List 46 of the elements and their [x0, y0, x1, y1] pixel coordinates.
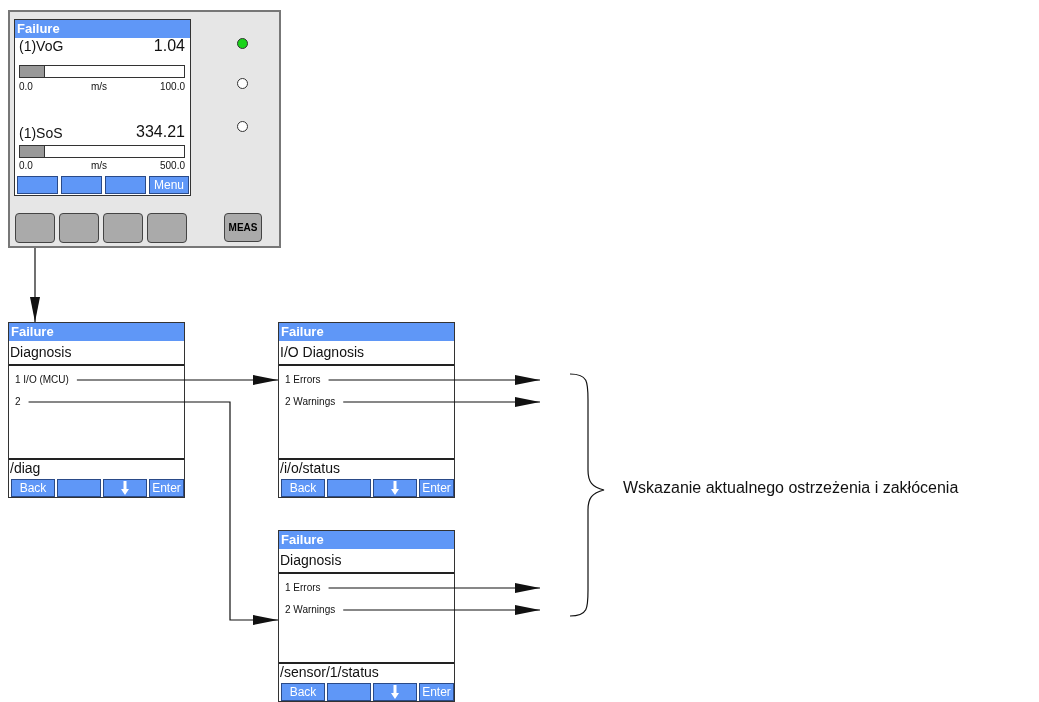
arrow — [27, 401, 279, 625]
device-panel — [8, 10, 281, 248]
back-softkey: Back — [281, 479, 325, 497]
arrow — [342, 605, 541, 615]
back-softkey: Back — [11, 479, 55, 497]
back-softkey: Back — [281, 683, 325, 701]
scale-label: m/s — [90, 82, 108, 92]
note-text: Wskazanie aktualnego ostrzeżenia i zakłócenia — [623, 478, 959, 498]
menu-screen — [278, 322, 455, 498]
enter-softkey: Enter — [419, 479, 454, 497]
arrow — [342, 397, 541, 407]
reading-text: (1)SoS — [19, 126, 63, 140]
menu-screen — [278, 530, 455, 702]
enter-softkey: Enter — [419, 683, 454, 701]
menu-item: 1 Errors — [285, 374, 321, 386]
arrow — [30, 247, 40, 323]
menu-heading: Diagnosis — [280, 551, 342, 569]
reading-text: 334.21 — [136, 124, 185, 140]
reading-text: (1)VoG — [19, 39, 64, 53]
reading-text: 1.04 — [153, 38, 185, 54]
arrow — [76, 375, 279, 385]
scale-label: m/s — [90, 161, 108, 171]
arrow — [327, 583, 541, 593]
title-bar: Failure — [279, 531, 454, 549]
menu-item: 1 Errors — [285, 582, 321, 594]
menu-item: 2 Warnings — [285, 396, 336, 408]
scale-label: 0.0 — [19, 161, 33, 171]
menu-item: 1 I/O (MCU) — [15, 374, 69, 386]
menu-path: /i/o/status — [280, 460, 340, 476]
menu-heading: Diagnosis — [10, 343, 72, 361]
menu-screen — [8, 322, 185, 498]
menu-softkey: Menu — [149, 176, 189, 194]
menu-path: /sensor/1/status — [280, 664, 379, 680]
arrow — [327, 375, 541, 385]
title-bar: Failure — [279, 323, 454, 341]
title-bar: Failure — [15, 20, 190, 38]
menu-heading: I/O Diagnosis — [280, 343, 365, 361]
menu-item: 2 Warnings — [285, 604, 336, 616]
menu-path: /diag — [10, 460, 41, 476]
title-bar: Failure — [9, 323, 184, 341]
meas-key: MEAS — [224, 213, 262, 242]
scale-label: 500.0 — [159, 161, 185, 171]
enter-softkey: Enter — [149, 479, 184, 497]
scale-label: 0.0 — [19, 82, 33, 92]
menu-item: 2 — [15, 396, 21, 408]
scale-label: 100.0 — [159, 82, 185, 92]
